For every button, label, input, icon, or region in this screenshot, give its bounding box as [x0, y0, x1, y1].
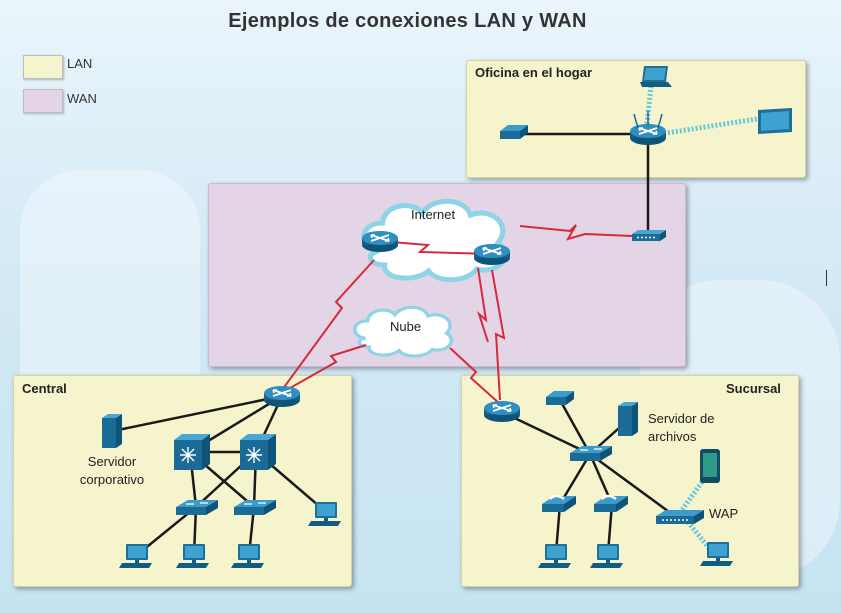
central-switch-2 [233, 499, 277, 516]
page-title: Ejemplos de conexiones LAN y WAN [228, 10, 587, 32]
central-router [263, 385, 301, 408]
central-area [13, 375, 352, 587]
branch-pc [538, 544, 571, 568]
wireless-link [679, 480, 705, 512]
central-title: Central [22, 381, 67, 396]
legend-wan-label: WAN [67, 91, 97, 106]
internet-router-1 [361, 230, 399, 253]
central-l3-switch-2 [239, 433, 277, 471]
branch-printer [546, 391, 574, 405]
home-modem [632, 230, 666, 241]
home-router-antennas [633, 111, 663, 129]
text-cursor [826, 270, 827, 286]
central-pc [176, 544, 209, 568]
internet-router-2 [473, 243, 511, 266]
branch-tablet [700, 449, 720, 483]
branch-wap [655, 509, 705, 525]
branch-server-label: Servidor de archivos [648, 411, 715, 444]
branch-ip-phone [592, 494, 630, 514]
legend-wan-swatch [23, 89, 63, 113]
branch-router [483, 400, 521, 423]
central-pc [119, 544, 152, 568]
legend-lan-swatch [23, 55, 63, 79]
central-switch-1 [175, 499, 219, 516]
internet-cloud-label: Internet [411, 207, 456, 222]
home-wireless-router [629, 123, 667, 146]
wan-serial-links [281, 224, 633, 405]
wireless-link [659, 115, 764, 137]
home-smart-tv [758, 108, 792, 134]
nube-cloud-label: Nube [390, 319, 422, 334]
home-printer [500, 125, 528, 139]
branch-pc [590, 544, 623, 568]
home-laptop [640, 66, 672, 87]
branch-file-server [618, 402, 638, 436]
legend-lan-label: LAN [67, 56, 93, 71]
home-office-title: Oficina en el hogar [475, 65, 593, 80]
branch-ip-phone [540, 494, 578, 514]
central-server [102, 414, 122, 448]
branch-title: Sucursal [726, 381, 781, 396]
central-pc [231, 544, 264, 568]
central-l3-switch-1 [173, 433, 211, 471]
wap-label: WAP [709, 506, 739, 521]
central-pc [308, 502, 341, 526]
central-server-label: Servidor corporativo [79, 454, 145, 487]
